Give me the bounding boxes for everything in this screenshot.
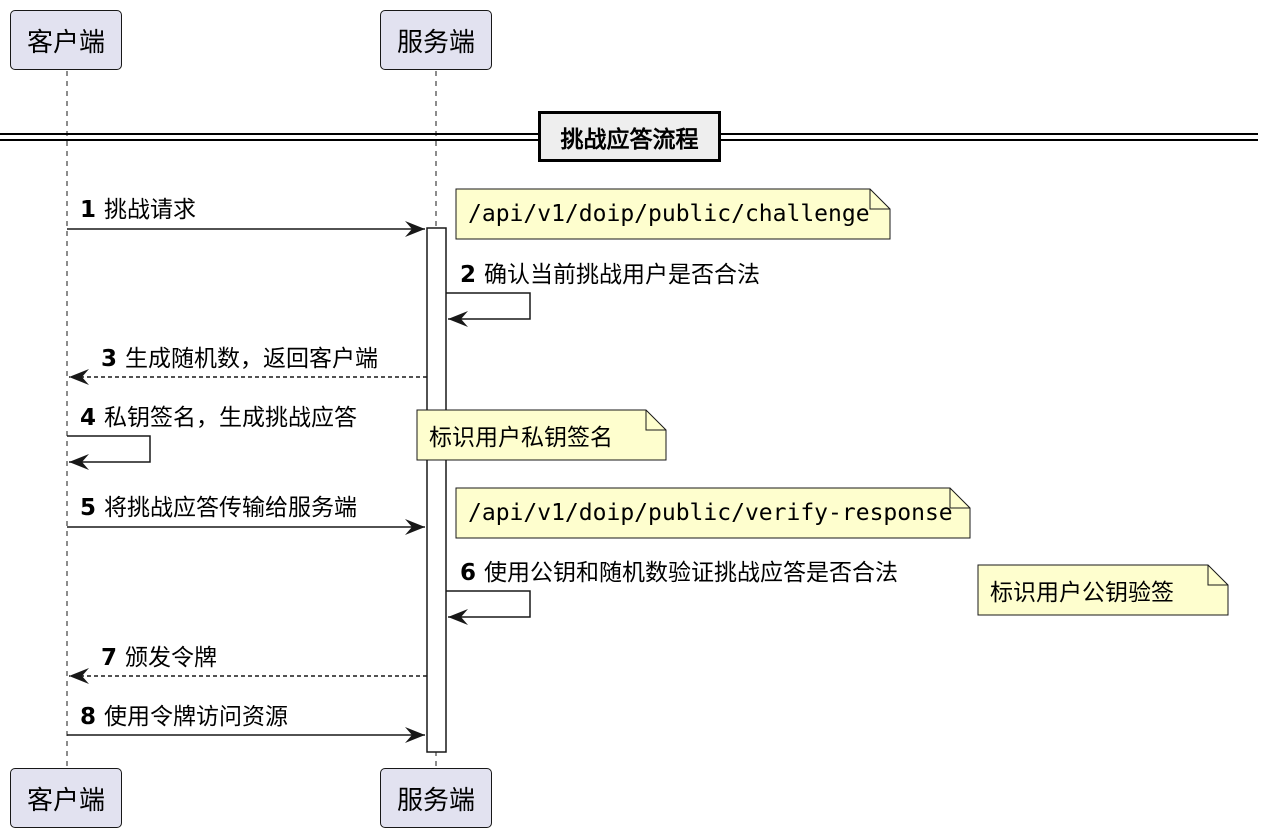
note-server-verify: 标识用户公钥验签 xyxy=(978,565,1174,615)
message-text: 使用令牌访问资源 xyxy=(104,704,289,730)
participant-client-top: 客户端 xyxy=(10,10,122,70)
participant-server-bottom: 服务端 xyxy=(380,768,492,828)
section-divider-label: 挑战应答流程 xyxy=(538,111,721,162)
participant-server-label: 服务端 xyxy=(396,785,475,816)
note-server-verify-shape xyxy=(977,564,1229,616)
message-text: 颁发令牌 xyxy=(125,645,218,671)
message-text: 生成随机数，返回客户端 xyxy=(125,346,379,372)
note-text: /api/v1/doip/public/challenge xyxy=(468,201,870,227)
message-8-label: 8 使用令牌访问资源 xyxy=(80,703,288,731)
message-1-label: 1 挑战请求 xyxy=(80,196,196,224)
message-number: 6 xyxy=(460,560,477,586)
message-number: 4 xyxy=(80,405,97,431)
note-challenge-api-shape xyxy=(455,188,891,240)
note-verify-api-shape xyxy=(455,487,971,539)
message-number: 5 xyxy=(80,495,97,521)
message-number: 3 xyxy=(101,346,118,372)
participant-server-label: 服务端 xyxy=(396,27,475,58)
message-text: 私钥签名，生成挑战应答 xyxy=(104,405,358,431)
participant-client-bottom: 客户端 xyxy=(10,768,122,828)
message-6-arrow xyxy=(446,590,531,625)
message-5-label: 5 将挑战应答传输给服务端 xyxy=(80,494,357,522)
message-4-label: 4 私钥签名，生成挑战应答 xyxy=(80,404,357,432)
message-number: 2 xyxy=(460,262,477,288)
message-number: 8 xyxy=(80,704,97,730)
server-activation-bar xyxy=(426,227,447,753)
message-6-label: 6 使用公钥和随机数验证挑战应答是否合法 xyxy=(460,559,898,587)
message-number: 1 xyxy=(80,197,97,223)
message-text: 使用公钥和随机数验证挑战应答是否合法 xyxy=(484,560,899,586)
note-client-sign-shape xyxy=(416,409,667,461)
message-2-arrow xyxy=(446,292,531,327)
message-2-label: 2 确认当前挑战用户是否合法 xyxy=(460,261,760,289)
participant-server-top: 服务端 xyxy=(380,10,492,70)
message-3-label: 3 生成随机数，返回客户端 xyxy=(101,345,378,373)
participant-client-label: 客户端 xyxy=(26,27,105,58)
note-verify-api: /api/v1/doip/public/verify-response xyxy=(456,488,953,538)
message-4-arrow xyxy=(67,435,151,470)
message-text: 挑战请求 xyxy=(104,197,197,223)
message-7-label: 7 颁发令牌 xyxy=(101,644,217,672)
note-text: 标识用户公钥验签 xyxy=(990,580,1174,606)
note-client-sign: 标识用户私钥签名 xyxy=(417,410,613,460)
message-text: 将挑战应答传输给服务端 xyxy=(104,495,358,521)
note-text: /api/v1/doip/public/verify-response xyxy=(468,500,953,526)
participant-client-label: 客户端 xyxy=(26,785,105,816)
note-challenge-api: /api/v1/doip/public/challenge xyxy=(456,189,870,239)
message-number: 7 xyxy=(101,645,118,671)
note-text: 标识用户私钥签名 xyxy=(429,425,613,451)
message-text: 确认当前挑战用户是否合法 xyxy=(484,262,761,288)
